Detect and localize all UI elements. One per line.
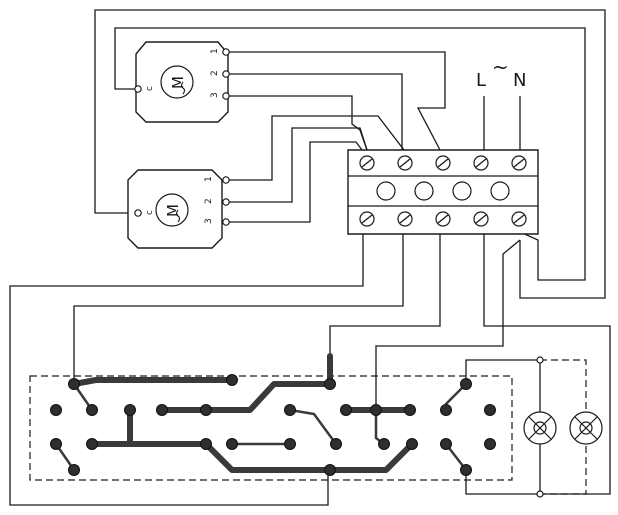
terminal-screw: [359, 211, 375, 227]
motor-bottom-label-2: 2: [204, 198, 214, 204]
label-ac: ~: [492, 55, 509, 79]
board-pads: [50, 374, 496, 476]
wire-lamp-top: [465, 359, 541, 412]
motor-top: M c 1 2 3: [134, 41, 230, 123]
motor-top-terminal-2: [222, 70, 230, 78]
board-pad: [484, 438, 496, 450]
board-pad: [440, 404, 452, 416]
terminal-screw: [435, 211, 451, 227]
motor-top-label-3: 3: [210, 92, 220, 98]
board-pad: [460, 464, 472, 476]
wire-lamp-bottom: [465, 444, 541, 495]
terminal-hole: [414, 181, 434, 201]
board-pad: [330, 438, 342, 450]
terminal-screw: [511, 211, 527, 227]
motor-top-terminal-1: [222, 48, 230, 56]
label-neutral: N: [513, 70, 526, 91]
motor-bottom-label-3: 3: [204, 218, 214, 224]
board-pad: [226, 438, 238, 450]
board-pad: [324, 464, 336, 476]
terminal-screw: [473, 155, 489, 171]
wire-bottom-motor-t3: [226, 141, 363, 223]
supply-labels: L ~ N: [476, 55, 526, 91]
wire-top-motor-t2: [226, 73, 403, 150]
motor-top-label-1: 1: [210, 48, 220, 54]
board-pad: [200, 404, 212, 416]
board-pad: [370, 404, 382, 416]
terminal-screw: [473, 211, 489, 227]
terminal-screw: [435, 155, 451, 171]
motor-top-terminal-3: [222, 92, 230, 100]
terminal-hole: [376, 181, 396, 201]
motor-top-symbol: M: [169, 76, 187, 89]
board-pad: [200, 438, 212, 450]
wire-bottom-motor-common: [94, 9, 606, 299]
motor-bottom-label-c: c: [145, 210, 155, 215]
wire-block-5-board: [375, 239, 521, 410]
terminal-screw: [359, 155, 375, 171]
motor-bottom-terminal-1: [222, 176, 230, 184]
board-pad: [68, 378, 80, 390]
board-pad: [156, 404, 168, 416]
board-pad: [460, 378, 472, 390]
board-pad: [404, 404, 416, 416]
label-live: L: [476, 70, 486, 91]
motor-bottom-terminal-c: [134, 209, 142, 217]
terminal-block: [347, 149, 539, 235]
board-pad: [284, 438, 296, 450]
board-pad: [86, 404, 98, 416]
junction-bottom: [536, 490, 544, 498]
terminal-screw: [397, 155, 413, 171]
motor-top-label-c: c: [145, 86, 155, 91]
wire-top-motor-common: [114, 27, 586, 281]
switch-board: [29, 353, 513, 481]
board-pad: [50, 438, 62, 450]
motor-bottom-label-1: 1: [204, 176, 214, 182]
lamps: [523, 411, 603, 445]
motor-bottom-terminal-3: [222, 218, 230, 226]
motor-bottom-terminal-2: [222, 198, 230, 206]
board-pad: [406, 438, 418, 450]
motor-top-label-2: 2: [210, 70, 220, 76]
board-pad: [124, 404, 136, 416]
board-pad: [340, 404, 352, 416]
motor-top-terminal-c: [134, 85, 142, 93]
board-pad: [484, 404, 496, 416]
board-pad: [440, 438, 452, 450]
board-pad: [86, 438, 98, 450]
terminal-hole: [490, 181, 510, 201]
board-tracks: [54, 353, 468, 473]
motor-bottom-symbol: M: [164, 204, 182, 217]
board-pad: [284, 404, 296, 416]
lamp-icon: [569, 411, 603, 445]
junction-top: [536, 356, 544, 364]
lamp-icon: [523, 411, 557, 445]
wire-block-3-board: [329, 234, 441, 384]
wire-bottom-motor-t2: [226, 127, 368, 203]
wire-board-bottom: [270, 470, 329, 506]
wire-bottom-motor-t1: [226, 115, 405, 181]
board-outline: [29, 375, 513, 481]
wire-top-motor-t1: [226, 51, 446, 151]
board-pad: [378, 438, 390, 450]
terminal-screw: [397, 211, 413, 227]
terminal-screw: [511, 155, 527, 171]
board-pad: [226, 374, 238, 386]
wire-block-1-board: [9, 234, 364, 506]
board-pad: [324, 378, 336, 390]
motor-bottom: M c 1 2 3: [127, 169, 230, 249]
terminal-hole: [452, 181, 472, 201]
wires: [9, 9, 611, 506]
board-pad: [50, 404, 62, 416]
wire-block-4-lamps: [483, 234, 611, 495]
wire-block-2-board: [73, 234, 404, 384]
board-pad: [68, 464, 80, 476]
